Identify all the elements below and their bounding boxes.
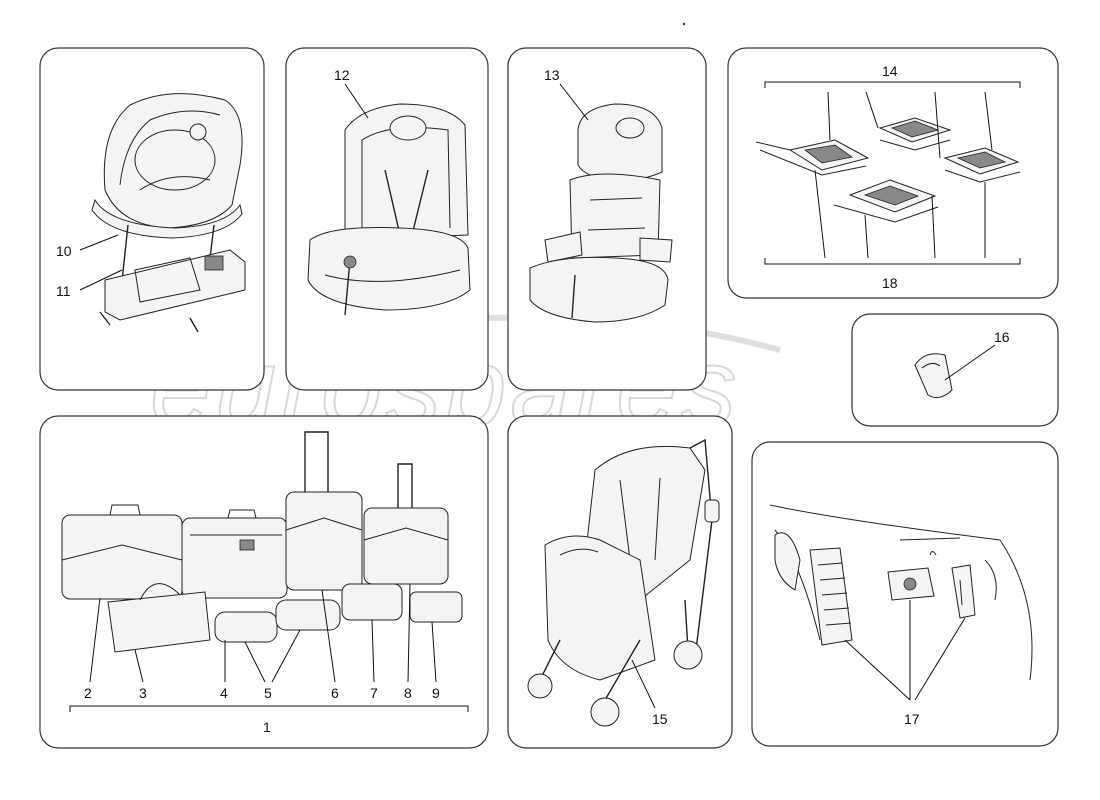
leader-11 xyxy=(79,269,123,291)
panel-floor-mats xyxy=(727,47,1059,299)
leader-15 xyxy=(631,659,656,709)
booster-seat-drawing xyxy=(529,103,673,323)
label-1: 1 xyxy=(263,719,271,735)
label-17: 17 xyxy=(904,711,920,727)
label-6: 6 xyxy=(331,685,339,701)
label-10: 10 xyxy=(56,243,72,259)
stray-dot xyxy=(682,22,686,26)
label-11: 11 xyxy=(56,283,71,299)
label-14: 14 xyxy=(882,63,898,79)
bracket-14 xyxy=(764,81,1021,88)
label-8: 8 xyxy=(404,685,412,701)
label-3: 3 xyxy=(139,685,147,701)
label-12: 12 xyxy=(334,67,350,83)
pedals-drawing xyxy=(769,504,1033,681)
leader-12 xyxy=(344,83,369,119)
stroller-drawing xyxy=(527,438,720,727)
panel-key-cover xyxy=(851,313,1059,427)
label-7: 7 xyxy=(370,685,378,701)
luggage-drawing xyxy=(61,431,463,653)
label-13: 13 xyxy=(544,67,560,83)
label-5: 5 xyxy=(264,685,272,701)
leader-10 xyxy=(79,234,119,251)
label-9: 9 xyxy=(432,685,440,701)
leaders-17 xyxy=(844,600,966,701)
luggage-leaders xyxy=(69,583,469,712)
leaders-14 xyxy=(827,91,993,159)
floor-mats-drawing xyxy=(755,117,1021,223)
label-2: 2 xyxy=(84,685,92,701)
label-16: 16 xyxy=(994,329,1010,345)
label-18: 18 xyxy=(882,275,898,291)
label-15: 15 xyxy=(652,711,668,727)
leader-13 xyxy=(559,83,589,121)
leaders-18 xyxy=(814,169,986,259)
leader-16 xyxy=(944,344,996,381)
label-4: 4 xyxy=(220,685,228,701)
infant-carrier-drawing xyxy=(91,93,246,333)
key-cover-drawing xyxy=(914,353,953,399)
child-seat-drawing xyxy=(307,103,471,316)
bracket-18 xyxy=(764,258,1021,265)
